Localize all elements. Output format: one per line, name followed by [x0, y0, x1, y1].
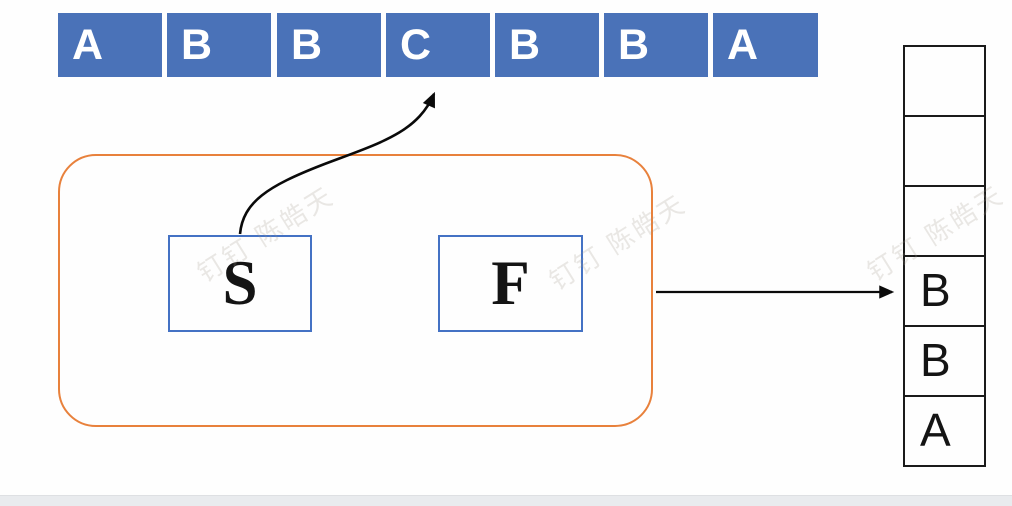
tape-cell: A — [58, 13, 162, 77]
tape-cell: C — [386, 13, 490, 77]
tape-cell: A — [713, 13, 818, 77]
stack-cell — [903, 185, 986, 257]
stack-cell: A — [903, 395, 986, 467]
tape-cell: B — [277, 13, 381, 77]
register-box-s: S — [168, 235, 312, 332]
stack-cell — [903, 45, 986, 117]
stack-column: B B A — [903, 45, 986, 467]
tape-cell: B — [604, 13, 708, 77]
stack-cell — [903, 115, 986, 187]
register-box-f: F — [438, 235, 583, 332]
stack-cell: B — [903, 325, 986, 397]
tape-cell: B — [167, 13, 271, 77]
tape-cell: B — [495, 13, 599, 77]
register-s-label: S — [222, 248, 258, 318]
stack-cell: B — [903, 255, 986, 327]
register-f-label: F — [491, 248, 530, 318]
footer-strip — [0, 495, 1012, 506]
